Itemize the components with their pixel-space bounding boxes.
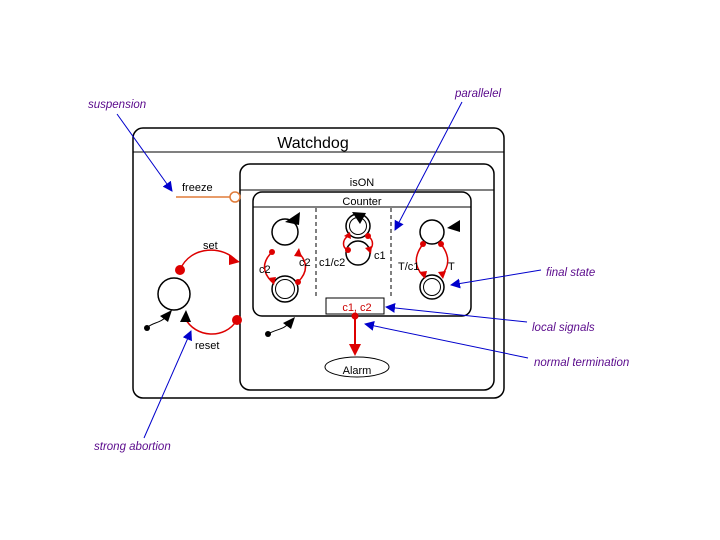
reset-label: reset <box>195 340 219 352</box>
region-2 <box>342 212 374 266</box>
parallel-pointer <box>394 101 463 231</box>
set-source-dot <box>175 265 185 275</box>
region1-left-label: c2 <box>259 264 271 276</box>
region-3 <box>415 219 460 300</box>
region3-left-label: T/c1 <box>398 261 419 273</box>
counter-state <box>252 191 472 317</box>
ison-label: isON <box>350 177 375 189</box>
region2-left-label: c1/c2 <box>319 257 345 269</box>
region3-right-label: T <box>448 261 455 273</box>
annotation-suspension: suspension <box>88 99 146 111</box>
final-state-pointer <box>450 269 542 289</box>
suspension-connector <box>229 191 241 203</box>
region2-right-label: c1 <box>374 250 386 262</box>
annotation-normal-termination: normal termination <box>534 357 629 369</box>
reset-source-dot <box>232 315 242 325</box>
counter-label: Counter <box>342 196 381 208</box>
termination-arrowhead <box>349 344 361 356</box>
reset-arrowhead <box>180 310 191 322</box>
annotation-strong-abortion: strong abortion <box>94 441 171 453</box>
set-transition <box>179 249 238 271</box>
set-arrowhead <box>229 254 240 265</box>
alarm-label: Alarm <box>343 365 372 377</box>
suspension-pointer <box>116 113 173 192</box>
local-signals-label: c1, c2 <box>342 302 371 314</box>
set-label: set <box>203 240 218 252</box>
region-1 <box>263 212 307 303</box>
strong-abortion-pointer <box>143 330 192 439</box>
region1-right-label: c2 <box>299 257 311 269</box>
normal-termination-pointer <box>364 320 529 359</box>
ison-state <box>239 163 495 391</box>
annotation-local-signals: local signals <box>532 322 595 334</box>
annotation-final-state: final state <box>546 267 595 279</box>
watchdog-title: Watchdog <box>277 135 348 152</box>
local-signals-pointer <box>385 302 528 323</box>
inner-initial-arrowhead <box>283 317 295 329</box>
watchdog-off-state <box>157 277 191 311</box>
alarm-state <box>324 356 390 378</box>
freeze-label: freeze <box>182 182 213 194</box>
annotation-parallel: parallelel <box>454 88 501 100</box>
reset-transition <box>184 317 238 335</box>
outer-initial-arrowhead <box>160 310 172 322</box>
watchdog-state <box>132 127 505 399</box>
